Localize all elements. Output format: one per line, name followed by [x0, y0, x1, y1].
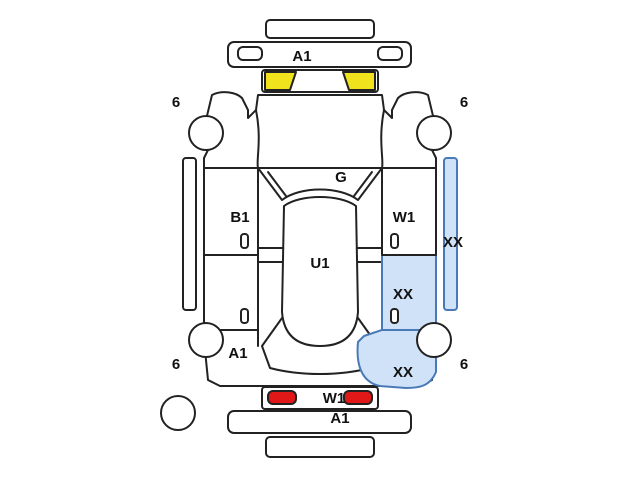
- label-rear-lights: W1: [323, 390, 346, 407]
- label-right-rear-quarter: XX: [393, 364, 413, 381]
- spare-tyre[interactable]: [160, 395, 196, 431]
- headlight-right-mark[interactable]: [342, 71, 376, 91]
- right-rear-quarter-mark[interactable]: [356, 329, 437, 389]
- label-bonnet: G: [335, 169, 347, 186]
- label-right-rear-door: XX: [393, 286, 413, 303]
- bonnet-panel[interactable]: [255, 109, 385, 169]
- front-fog-left: [237, 46, 263, 61]
- front-bumper-top-bar: [265, 19, 375, 39]
- left-sill[interactable]: [182, 157, 197, 311]
- left-rear-handle: [240, 308, 249, 324]
- tyre-rear-left[interactable]: [188, 322, 224, 358]
- label-rear-bumper: A1: [330, 410, 349, 427]
- right-rear-handle: [390, 308, 399, 324]
- rear-light-left-mark[interactable]: [267, 390, 297, 405]
- label-roof: U1: [310, 255, 329, 272]
- label-front-bumper: A1: [292, 48, 311, 65]
- tyre-front-right[interactable]: [416, 115, 452, 151]
- headlight-left-mark[interactable]: [264, 71, 297, 91]
- tyre-rear-right[interactable]: [416, 322, 452, 358]
- left-b-pillar: [257, 247, 283, 263]
- right-b-pillar: [357, 247, 383, 263]
- rear-bumper-bottom-bar: [265, 436, 375, 458]
- front-fog-right: [377, 46, 403, 61]
- label-right-front-door: W1: [393, 209, 416, 226]
- roof-panel[interactable]: [281, 196, 359, 347]
- tyre-front-left[interactable]: [188, 115, 224, 151]
- label-right-sill: XX: [443, 234, 463, 251]
- right-front-handle: [390, 233, 399, 249]
- windscreen[interactable]: [257, 167, 383, 201]
- rear-bumper[interactable]: [227, 410, 412, 434]
- label-tyre-front-right: 6: [460, 94, 468, 111]
- label-tyre-front-left: 6: [172, 94, 180, 111]
- label-left-front-door: B1: [230, 209, 249, 226]
- right-sill-mark[interactable]: [443, 157, 458, 311]
- label-left-rear-quarter: A1: [228, 345, 247, 362]
- front-bumper[interactable]: [227, 41, 412, 68]
- windscreen-inner: [267, 171, 373, 197]
- label-tyre-rear-left: 6: [172, 356, 180, 373]
- right-front-door[interactable]: [381, 167, 437, 256]
- rear-light-right-mark[interactable]: [343, 390, 373, 405]
- left-front-handle: [240, 233, 249, 249]
- label-tyre-rear-right: 6: [460, 356, 468, 373]
- left-front-door[interactable]: [203, 167, 259, 256]
